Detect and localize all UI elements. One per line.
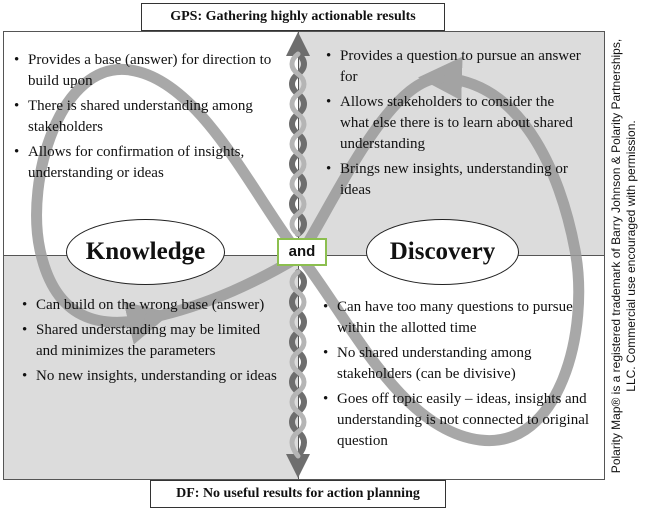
list-item: Shared understanding may be limited and … xyxy=(22,320,282,362)
and-connector: and xyxy=(277,238,327,266)
discovery-pole: Discovery xyxy=(366,219,519,285)
list-item: No new insights, understanding or ideas xyxy=(22,366,282,387)
gps-banner: GPS: Gathering highly actionable results xyxy=(141,3,445,31)
knowledge-upside-list: Provides a base (answer) for direction t… xyxy=(14,50,289,188)
list-item: Provides a question to pursue an answer … xyxy=(326,46,581,88)
list-item: Allows stakeholders to consider the what… xyxy=(326,92,581,155)
list-item: Provides a base (answer) for direction t… xyxy=(14,50,289,92)
discovery-upside-list: Provides a question to pursue an answer … xyxy=(326,46,581,205)
knowledge-downside-list: Can build on the wrong base (answer) Sha… xyxy=(22,295,282,391)
discovery-downside-list: Can have too many questions to pursue wi… xyxy=(323,297,595,456)
list-item: No shared understanding among stakeholde… xyxy=(323,343,595,385)
list-item: Brings new insights, understanding or id… xyxy=(326,159,581,201)
list-item: Goes off topic easily – ideas, insights … xyxy=(323,389,595,452)
trademark-note: Polarity Map® is a registered trademark … xyxy=(609,38,638,474)
list-item: Can build on the wrong base (answer) xyxy=(22,295,282,316)
knowledge-pole: Knowledge xyxy=(66,219,225,285)
list-item: Allows for confirmation of insights, und… xyxy=(14,142,289,184)
df-banner: DF: No useful results for action plannin… xyxy=(150,480,446,508)
list-item: Can have too many questions to pursue wi… xyxy=(323,297,595,339)
list-item: There is shared understanding among stak… xyxy=(14,96,289,138)
